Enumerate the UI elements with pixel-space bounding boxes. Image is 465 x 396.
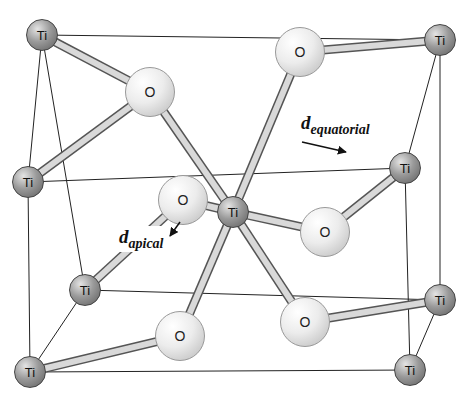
bond-body bbox=[189, 225, 227, 315]
chemical-bond bbox=[39, 106, 131, 174]
oxygen-atom: O bbox=[155, 311, 205, 361]
titanium-atom: Ti bbox=[217, 196, 249, 228]
titanium-atom: Ti bbox=[69, 274, 101, 306]
oxygen-atom: O bbox=[125, 67, 175, 117]
chemical-bond bbox=[247, 215, 303, 227]
atom-symbol: Ti bbox=[405, 363, 415, 378]
bond-outline bbox=[241, 224, 293, 303]
chemical-bond bbox=[241, 224, 293, 303]
titanium-atom: Ti bbox=[424, 284, 456, 316]
titanium-atom: Ti bbox=[389, 152, 421, 184]
bond-length-label: dapical bbox=[118, 226, 165, 252]
pointer-arrow bbox=[170, 222, 180, 236]
atom-symbol: Ti bbox=[400, 161, 410, 176]
atom-symbol: O bbox=[175, 328, 186, 344]
bond-body bbox=[238, 73, 291, 199]
cell-edge bbox=[28, 35, 42, 182]
bond-outline bbox=[323, 41, 426, 50]
bond-outline bbox=[54, 42, 129, 82]
bond-body bbox=[328, 302, 426, 318]
bond-outline bbox=[343, 177, 394, 218]
oxygen-atom: O bbox=[158, 175, 208, 225]
chemical-bond bbox=[343, 177, 394, 218]
bond-body bbox=[95, 216, 166, 281]
atom-symbol: Ti bbox=[435, 293, 445, 308]
bond-outline bbox=[238, 73, 291, 199]
bond-outline bbox=[39, 106, 131, 174]
oxygen-atom: O bbox=[275, 27, 325, 77]
bond-body bbox=[241, 224, 293, 303]
titanium-atom: Ti bbox=[12, 166, 44, 198]
pointer-arrow bbox=[302, 142, 346, 152]
atom-symbol: Ti bbox=[23, 175, 33, 190]
bond-outline bbox=[44, 341, 158, 368]
atom-symbol: Ti bbox=[25, 365, 35, 380]
cell-edge bbox=[405, 40, 440, 168]
atom-symbol: O bbox=[295, 44, 306, 60]
bond-length-label: dequatorial bbox=[300, 112, 371, 138]
cell-back-face bbox=[42, 35, 440, 300]
bond-outline bbox=[247, 215, 303, 227]
bond-outline bbox=[189, 225, 227, 315]
titanium-atom: Ti bbox=[14, 356, 46, 388]
atom-symbol: Ti bbox=[80, 283, 90, 298]
chemical-bond bbox=[189, 225, 227, 315]
chemical-bond bbox=[328, 302, 426, 318]
titanium-atom: Ti bbox=[394, 354, 426, 386]
bond-outline bbox=[95, 216, 166, 281]
bond-body bbox=[343, 177, 394, 218]
bond-body bbox=[44, 341, 158, 368]
chemical-bond bbox=[323, 41, 426, 50]
atom-symbol: O bbox=[178, 192, 189, 208]
bond-body bbox=[54, 42, 129, 82]
chemical-bond bbox=[44, 341, 158, 368]
atom-symbol: Ti bbox=[37, 28, 47, 43]
chemical-bond bbox=[238, 73, 291, 199]
titanium-atom: Ti bbox=[424, 24, 456, 56]
chemical-bond bbox=[95, 216, 166, 281]
titanium-atom: Ti bbox=[26, 19, 58, 51]
bond-body bbox=[247, 215, 303, 227]
chemical-bond bbox=[54, 42, 129, 82]
bond-body bbox=[39, 106, 131, 174]
oxygen-atom: O bbox=[280, 297, 330, 347]
oxygen-atom: O bbox=[300, 207, 350, 257]
atom-symbol: O bbox=[320, 224, 331, 240]
atom-symbol: Ti bbox=[435, 33, 445, 48]
atom-symbol: O bbox=[145, 84, 156, 100]
bond-body bbox=[323, 41, 426, 50]
atom-symbol: O bbox=[300, 314, 311, 330]
bond-outline bbox=[328, 302, 426, 318]
atom-symbol: Ti bbox=[228, 205, 238, 220]
